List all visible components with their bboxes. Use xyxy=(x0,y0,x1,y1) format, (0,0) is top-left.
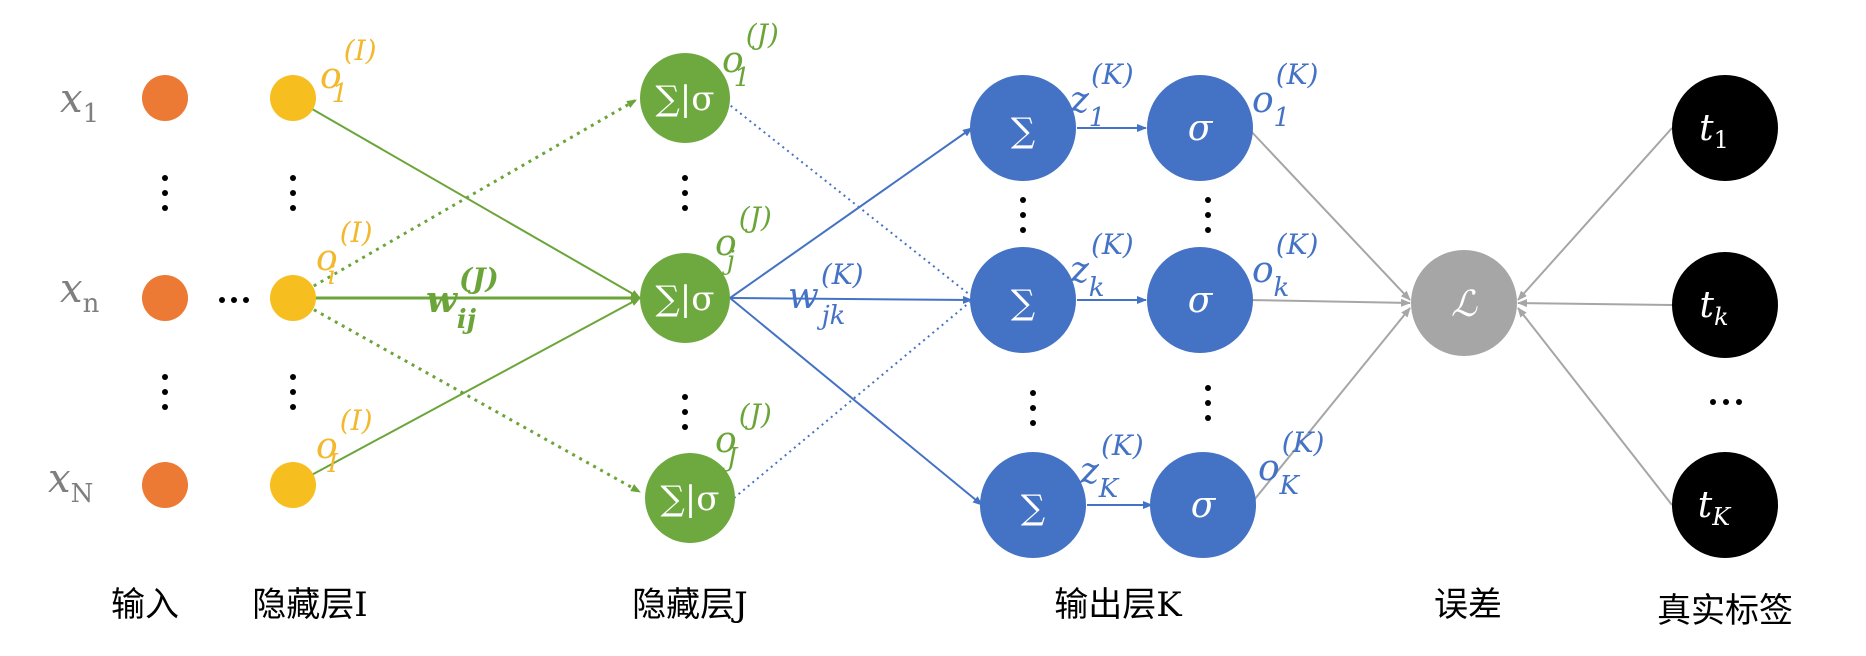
sum-node-k-symbol: ∑ xyxy=(1011,283,1035,323)
target-t1: t1 xyxy=(1699,108,1729,154)
loss-symbol: ℒ xyxy=(1451,284,1478,325)
label-oi-I: o(I)i xyxy=(316,216,373,291)
input-labels: x1 xn xN xyxy=(48,76,100,509)
horizontal-ellipsis-target xyxy=(1710,399,1742,405)
label-zK: z(K)K xyxy=(1079,429,1144,504)
label-oK-K: o(K)K xyxy=(1258,426,1324,501)
edges-hidden-J-to-K xyxy=(725,101,983,506)
sigma-node-k xyxy=(1147,247,1253,353)
label-zk: z(K)k xyxy=(1069,228,1134,303)
sigma-node-K-symbol: σ xyxy=(1191,485,1217,526)
edge-tK-to-loss xyxy=(1517,307,1673,506)
edge-o1J-to-sumk-dotted xyxy=(725,101,971,296)
edge-tk-to-loss xyxy=(1517,299,1673,308)
edge-sigmak-to-loss xyxy=(1247,298,1411,307)
vertical-ellipsis-sum-top xyxy=(1020,197,1026,233)
vertical-ellipsis-input-bottom xyxy=(162,374,168,410)
hidden-J-node-1-text: ∑|σ xyxy=(656,79,715,119)
target-node-K xyxy=(1672,452,1778,558)
caption-input: 输入 xyxy=(111,585,179,625)
edge-sigmaK-to-loss xyxy=(1249,307,1411,506)
input-node-N xyxy=(142,462,188,508)
hidden-J-node-J xyxy=(645,453,735,543)
target-tK: tK xyxy=(1698,485,1732,531)
hidden-J-node-J-text: ∑|σ xyxy=(661,479,720,519)
horizontal-ellipsis-input xyxy=(219,297,249,303)
input-layer xyxy=(142,75,249,508)
edge-oj-to-sumK xyxy=(729,297,983,506)
caption-output: 输出层K xyxy=(1054,585,1182,625)
edge-oj-to-sumk xyxy=(729,295,973,304)
label-o1-J: o(J)1 xyxy=(722,18,779,93)
sigma-node-K xyxy=(1150,452,1256,558)
target-tk: tk xyxy=(1699,285,1728,331)
sigma-node-1-symbol: σ xyxy=(1188,108,1214,149)
hidden-layer-I: o(I)1 o(I)i o(I)I xyxy=(270,34,377,508)
input-node-1 xyxy=(142,75,188,121)
target-node-k xyxy=(1672,252,1778,358)
hidden-J-node-j-text: ∑|σ xyxy=(656,279,715,319)
caption-hidden-I: 隐藏层I xyxy=(252,585,367,625)
vertical-ellipsis-hidden-I-top xyxy=(290,175,296,211)
label-z1: z(K)1 xyxy=(1069,58,1134,133)
sum-node-K-symbol: ∑ xyxy=(1021,488,1045,528)
caption-hidden-J: 隐藏层J xyxy=(632,585,748,625)
label-w-jk: w(K)jk xyxy=(788,258,864,331)
caption-loss: 误差 xyxy=(1434,585,1502,625)
label-x1: x1 xyxy=(60,76,99,129)
edges-hidden-I-to-J xyxy=(292,97,641,494)
hidden-J-node-1 xyxy=(640,53,730,143)
vertical-ellipsis-sigma-top xyxy=(1205,197,1211,233)
hidden-I-node-i xyxy=(270,275,316,321)
vertical-ellipsis-sum-bottom xyxy=(1030,390,1036,426)
label-w-ij: w(J)ij xyxy=(426,262,499,335)
hidden-I-node-I xyxy=(270,462,316,508)
sum-node-1-symbol: ∑ xyxy=(1011,111,1035,151)
output-layer-K: ∑ ∑ ∑ σ σ σ z(K)1 z(K)k z(K)K o(K)1 o(K)… xyxy=(970,58,1324,558)
sum-node-1 xyxy=(970,75,1076,181)
sigma-node-1 xyxy=(1147,75,1253,181)
target-layer: t1 tk tK xyxy=(1672,75,1778,558)
vertical-ellipsis-hidden-J-top xyxy=(682,175,688,211)
loss-node xyxy=(1411,250,1517,356)
edge-t1-to-loss xyxy=(1517,127,1673,301)
label-oJ-J: o(J)J xyxy=(715,398,772,473)
loss-node-group: ℒ xyxy=(1411,250,1517,356)
label-oj-J: o(J)j xyxy=(715,201,772,276)
edges-sum-to-sigma xyxy=(1077,124,1153,509)
edge-oi-to-oJ-dotted xyxy=(292,296,641,494)
layer-captions: 输入 隐藏层I 隐藏层J 输出层K 误差 真实标签 xyxy=(111,585,1793,631)
label-o1-K: o(K)1 xyxy=(1252,58,1318,133)
vertical-ellipsis-sigma-bottom xyxy=(1205,385,1211,421)
hidden-J-node-j xyxy=(640,253,730,343)
caption-target: 真实标签 xyxy=(1657,591,1793,631)
label-xN: xN xyxy=(48,456,93,509)
vertical-ellipsis-hidden-J-bottom xyxy=(682,394,688,430)
edges-to-loss xyxy=(1247,127,1673,506)
hidden-layer-J: ∑|σ ∑|σ ∑|σ o(J)1 o(J)j o(J)J xyxy=(640,18,779,543)
target-node-1 xyxy=(1672,75,1778,181)
label-o1-I: o(I)1 xyxy=(320,34,377,109)
label-oI-I: o(I)I xyxy=(316,404,373,479)
edge-oI-to-oj xyxy=(292,297,641,486)
vertical-ellipsis-hidden-I-bottom xyxy=(290,374,296,410)
edge-sigma1-to-loss xyxy=(1247,127,1411,301)
sum-node-K xyxy=(980,452,1086,558)
vertical-ellipsis-input-top xyxy=(162,175,168,211)
sigma-node-k-symbol: σ xyxy=(1188,280,1214,321)
sum-node-k xyxy=(970,247,1076,353)
label-xn: xn xyxy=(60,266,100,319)
edge-oi-to-o1-dotted xyxy=(292,98,637,300)
input-node-n xyxy=(142,275,188,321)
hidden-I-node-1 xyxy=(270,75,316,121)
label-ok-K: o(K)k xyxy=(1252,228,1318,303)
edge-oj-to-sum1 xyxy=(729,127,973,299)
